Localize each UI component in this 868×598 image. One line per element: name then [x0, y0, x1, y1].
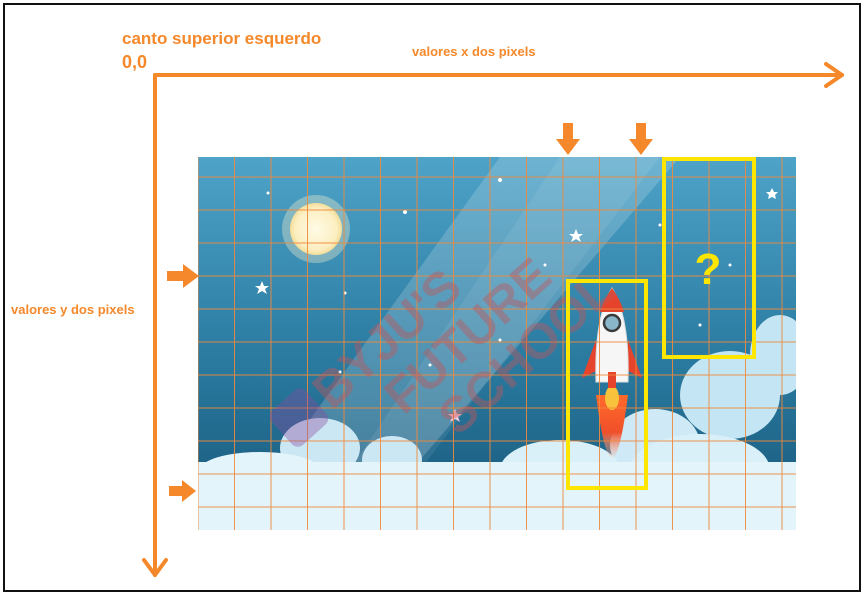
question-mark: ? [695, 245, 722, 294]
moon-icon [282, 195, 350, 263]
indicator-arrows [167, 123, 653, 502]
star-icon [569, 229, 583, 242]
right-arrow-icon [167, 264, 199, 288]
y-axis-arrowhead-icon [142, 558, 168, 577]
down-arrow-icon [556, 123, 580, 155]
origin-label: 0,0 [122, 52, 148, 72]
star-icon [255, 281, 269, 294]
star-icon [448, 409, 462, 422]
clouds [198, 315, 796, 530]
star-icon [766, 188, 778, 199]
rocket-highlight-box [566, 279, 648, 490]
light-beam-inner [350, 157, 660, 470]
byjus-logo-icon [269, 388, 329, 447]
rocket-icon [582, 287, 642, 458]
pixel-grid [198, 157, 796, 530]
right-arrow-icon [169, 480, 196, 502]
y-axis-label: valores y dos pixels [11, 302, 135, 317]
corner-title: canto superior esquerdo [122, 29, 322, 48]
down-arrow-icon [629, 123, 653, 155]
rocket-exhaust [596, 395, 628, 458]
x-axis-arrowhead-icon [824, 62, 844, 88]
space-illustration [198, 157, 796, 530]
x-axis-label: valores x dos pixels [412, 44, 536, 59]
target-highlight-box [662, 157, 756, 359]
